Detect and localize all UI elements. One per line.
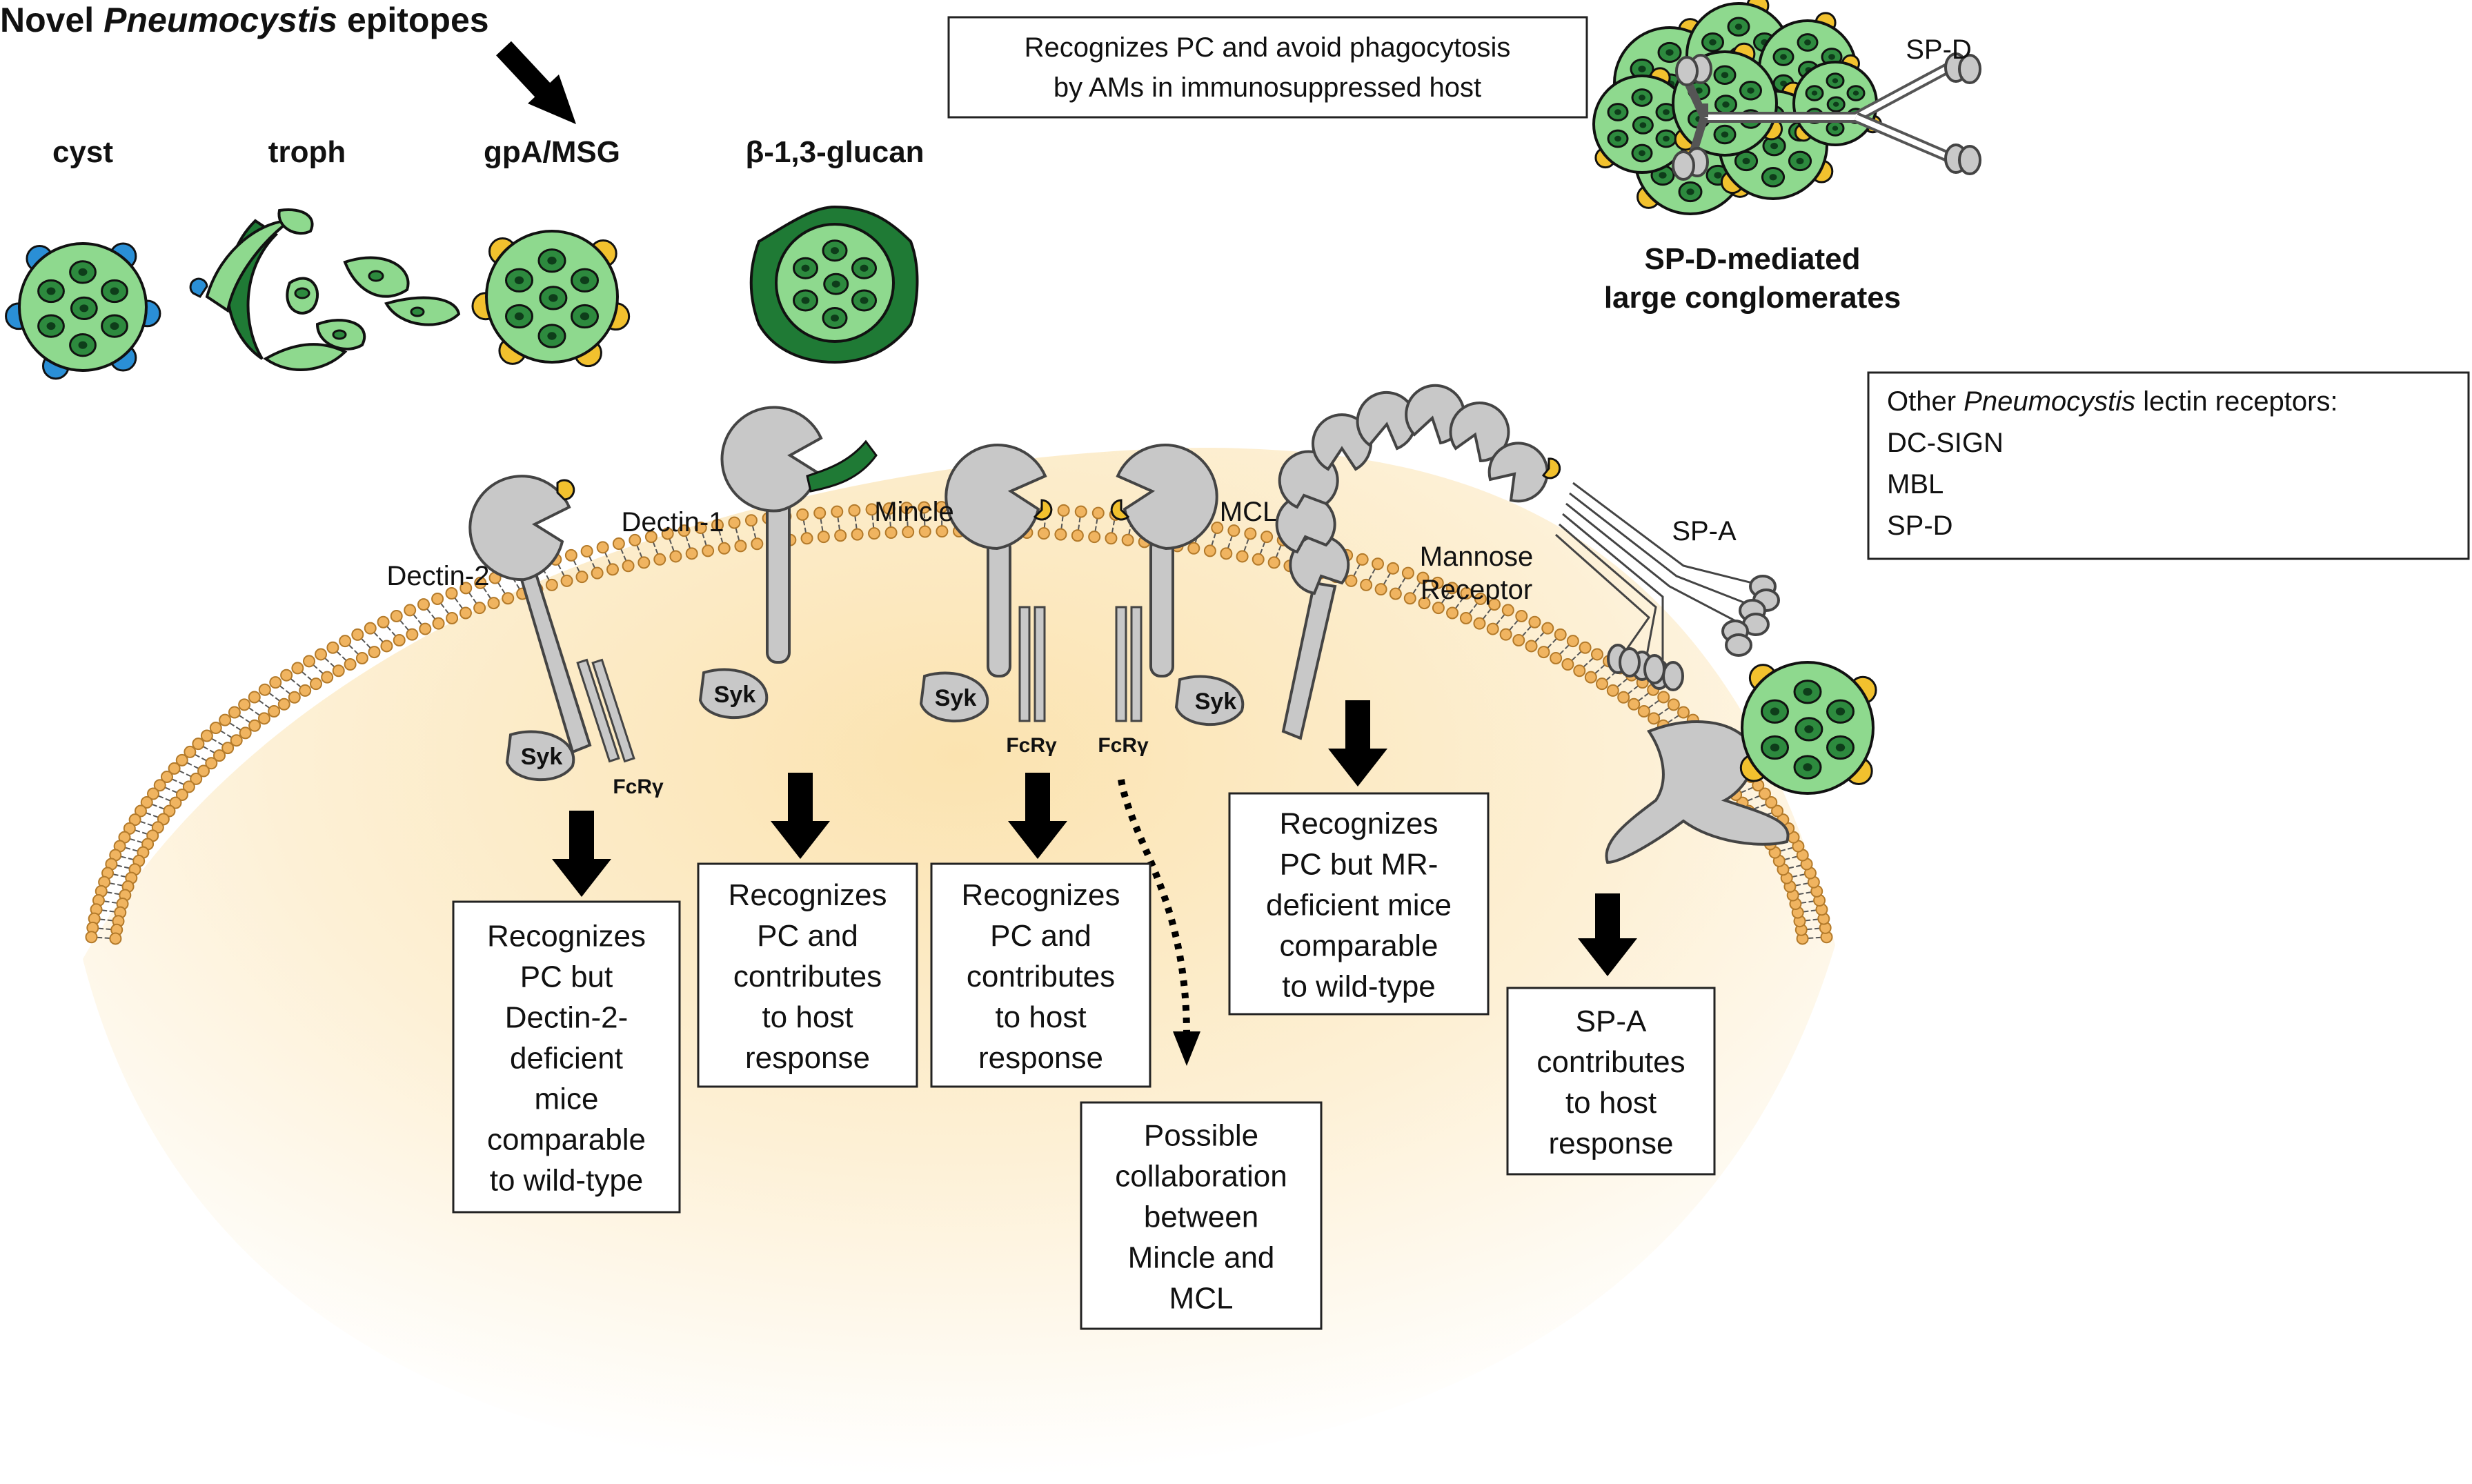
outcome-line: mice: [535, 1082, 599, 1116]
outcome-line: Dectin-2-: [505, 1001, 629, 1035]
outcome-line: Recognizes: [487, 920, 646, 953]
mincle-receptor: [945, 444, 1053, 722]
outcome-line: to wild-type: [1282, 970, 1436, 1004]
glucan-cell: [749, 205, 919, 364]
mincle-label: Mincle: [874, 497, 954, 527]
mcl-fcr-label: FcRγ: [1098, 734, 1149, 757]
outcome-line: to host: [1565, 1086, 1657, 1120]
other-receptor-item: MBL: [1887, 469, 1944, 499]
outcome-line: response: [745, 1041, 870, 1075]
troph-cells: [189, 208, 461, 371]
outcome-line: Recognizes: [962, 878, 1120, 912]
dectin1-label: Dectin-1: [622, 507, 724, 537]
outcome-line: to host: [762, 1000, 853, 1034]
outcome-line: PC but MR-: [1280, 848, 1438, 882]
dectin1-arrow: [771, 773, 830, 859]
mcl-receptor: [1110, 444, 1218, 722]
mannose-receptor-label-line2: Receptor: [1421, 575, 1532, 605]
spd-label: SP-D: [1906, 34, 1972, 65]
dectin2-receptor: [468, 475, 635, 763]
mincle-fcr-label: FcRγ: [1006, 734, 1057, 757]
page-title: Novel Pneumocystis epitopes: [0, 1, 489, 39]
mannose-receptor-label-line1: Mannose: [1420, 542, 1534, 572]
outcome-line: comparable: [1280, 929, 1438, 963]
svg-text:Syk: Syk: [935, 685, 977, 711]
outcome-line: Recognizes: [1280, 807, 1438, 841]
dectin1-syk: Syk: [698, 668, 769, 719]
outcome-line: PC and: [757, 919, 858, 953]
outcome-line: collaboration: [1115, 1160, 1287, 1194]
spd-molecule: [1672, 52, 1981, 181]
svg-text:Syk: Syk: [521, 744, 563, 770]
dectin1-receptor: [720, 406, 878, 664]
svg-text:Syk: Syk: [714, 682, 756, 708]
spa-label: SP-A: [1672, 516, 1737, 546]
outcome-line: contributes: [1536, 1045, 1685, 1079]
mannose-receptor: [1275, 384, 1561, 740]
spd-caption-line1: SP-D-mediated: [1645, 242, 1861, 276]
outcome-line: response: [1548, 1127, 1673, 1160]
outcome-line: MCL: [1169, 1282, 1234, 1316]
collaboration-dotted-arrow: [1118, 779, 1200, 1066]
outcome-line: to wild-type: [490, 1164, 644, 1198]
outcome-line: Recognizes: [729, 878, 887, 912]
spa-outcome-box: SP-A contributes to host response: [1506, 987, 1716, 1176]
outcome-line: SP-A: [1576, 1005, 1647, 1038]
gpa-msg-cell: [471, 230, 631, 368]
mr-outcome-box: Recognizes PC but MR-deficient mice compar…: [1228, 792, 1490, 1016]
mcl-label: MCL: [1220, 497, 1278, 527]
outcome-line: deficient mice: [1266, 889, 1452, 922]
mcl-syk: Syk: [1174, 675, 1245, 726]
cyst-cell: [5, 242, 161, 380]
outcome-line: comparable: [487, 1123, 646, 1157]
spd-caption-line2: large conglomerates: [1604, 281, 1901, 315]
dectin1-outcome-box: Recognizes PC and contributes to host respon…: [697, 862, 918, 1088]
mr-arrow: [1328, 700, 1387, 786]
cyst-label: cyst: [52, 135, 113, 169]
spa-molecule: [1555, 482, 1780, 691]
phagocytosis-box: Recognizes PC and avoid phagocytosis by …: [947, 16, 1588, 119]
mincle-arrow: [1008, 773, 1067, 859]
spd-conglomerate: [1592, 0, 1882, 215]
outcome-line: response: [978, 1041, 1103, 1075]
gpa-msg-label: gpA/MSG: [484, 135, 620, 169]
outcome-line: deficient: [510, 1042, 623, 1076]
outcome-line: PC and: [990, 919, 1091, 953]
svg-text:Other Pneumocystis lectin rece: Other Pneumocystis lectin receptors:: [1887, 386, 2338, 417]
mincle-syk: Syk: [919, 671, 989, 722]
dectin2-arrow: [552, 811, 611, 897]
outcome-line: Mincle and: [1128, 1241, 1275, 1275]
outcome-line: PC but: [520, 960, 613, 994]
dectin2-syk: Syk: [505, 730, 575, 781]
outcome-line: to host: [995, 1000, 1086, 1034]
spa-arrow: [1578, 893, 1637, 976]
troph-label: troph: [268, 135, 346, 169]
dectin2-label: Dectin-2: [387, 561, 490, 591]
glucan-label: β-1,3-glucan: [745, 135, 924, 169]
svg-text:Syk: Syk: [1195, 689, 1237, 715]
outcome-line: contributes: [967, 960, 1115, 993]
other-receptor-item: DC-SIGN: [1887, 428, 2004, 458]
dectin2-fcr-label: FcRγ: [613, 775, 664, 798]
outcome-line: Possible: [1144, 1119, 1258, 1153]
outcome-line: contributes: [733, 960, 882, 993]
other-receptor-item: SP-D: [1887, 511, 1953, 541]
title-arrow: [496, 41, 576, 124]
svg-text:by AMs in immunosuppressed hos: by AMs in immunosuppressed host: [1054, 72, 1481, 103]
other-receptors-box: Other Pneumocystis lectin receptors: DC-…: [1867, 371, 2470, 560]
spa-bound-cell: [1739, 661, 1877, 795]
mincle-outcome-box: Recognizes PC and contributes to host respon…: [930, 862, 1151, 1088]
outcome-line: between: [1144, 1200, 1258, 1234]
svg-text:Recognizes PC and avoid phagoc: Recognizes PC and avoid phagocytosis: [1025, 32, 1511, 63]
